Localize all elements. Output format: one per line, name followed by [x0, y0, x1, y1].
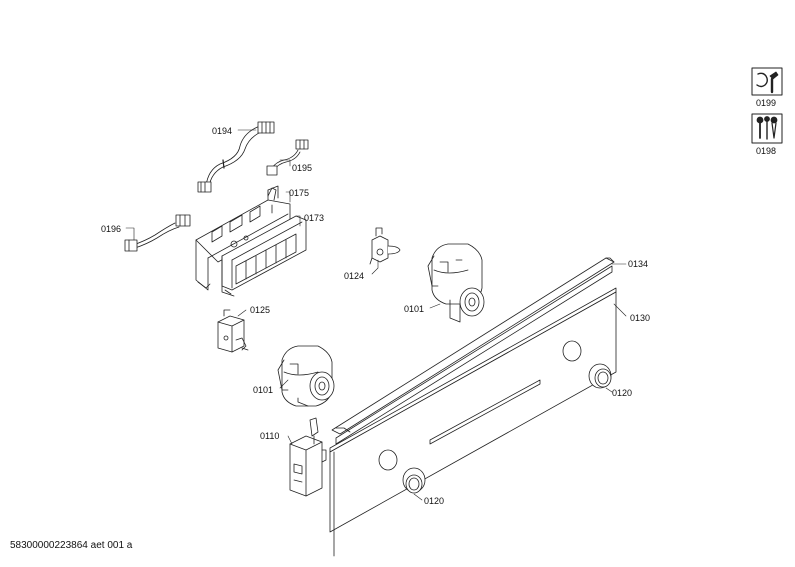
leader-lines — [125, 129, 627, 501]
part-label-0194: 0194 — [212, 126, 233, 136]
wiring-harness-small[interactable] — [266, 139, 309, 176]
part-label-0196: 0196 — [101, 224, 122, 234]
part-label-0134: 0134 — [628, 259, 649, 269]
rotary-switch-right[interactable] — [427, 243, 485, 323]
knob-ring-right[interactable] — [588, 363, 612, 389]
part-label-0101-right: 0101 — [404, 304, 425, 314]
part-label-0173: 0173 — [304, 213, 325, 223]
wiring-harness-left[interactable] — [124, 214, 191, 252]
part-label-0125: 0125 — [250, 305, 271, 315]
icon-label-0198: 0198 — [756, 146, 777, 156]
part-label-0130: 0130 — [630, 313, 651, 323]
part-label-0110: 0110 — [260, 431, 280, 441]
trim-strip[interactable] — [331, 257, 615, 445]
rotary-switch-left[interactable] — [277, 345, 335, 407]
wrench-tool-icon[interactable] — [751, 67, 783, 96]
part-label-0124: 0124 — [344, 271, 365, 281]
control-panel-fascia[interactable] — [329, 287, 617, 557]
part-label-0175: 0175 — [289, 188, 310, 198]
part-label-0195: 0195 — [292, 163, 313, 173]
document-id-footer: 58300000223864 aet 001 a — [10, 540, 133, 551]
power-module[interactable] — [289, 417, 327, 497]
part-label-0101-left: 0101 — [253, 385, 274, 395]
part-label-0120-right: 0120 — [612, 388, 633, 398]
screws-fasteners-icon[interactable] — [751, 113, 783, 144]
switch-unit[interactable] — [369, 227, 401, 265]
wiring-harness-upper[interactable] — [197, 121, 275, 193]
temperature-sensor-bracket[interactable] — [217, 309, 249, 353]
knob-ring-left[interactable] — [402, 467, 426, 494]
part-label-0120-left: 0120 — [424, 496, 445, 506]
control-module-bracket[interactable] — [195, 185, 291, 291]
icon-label-0199: 0199 — [756, 98, 777, 108]
